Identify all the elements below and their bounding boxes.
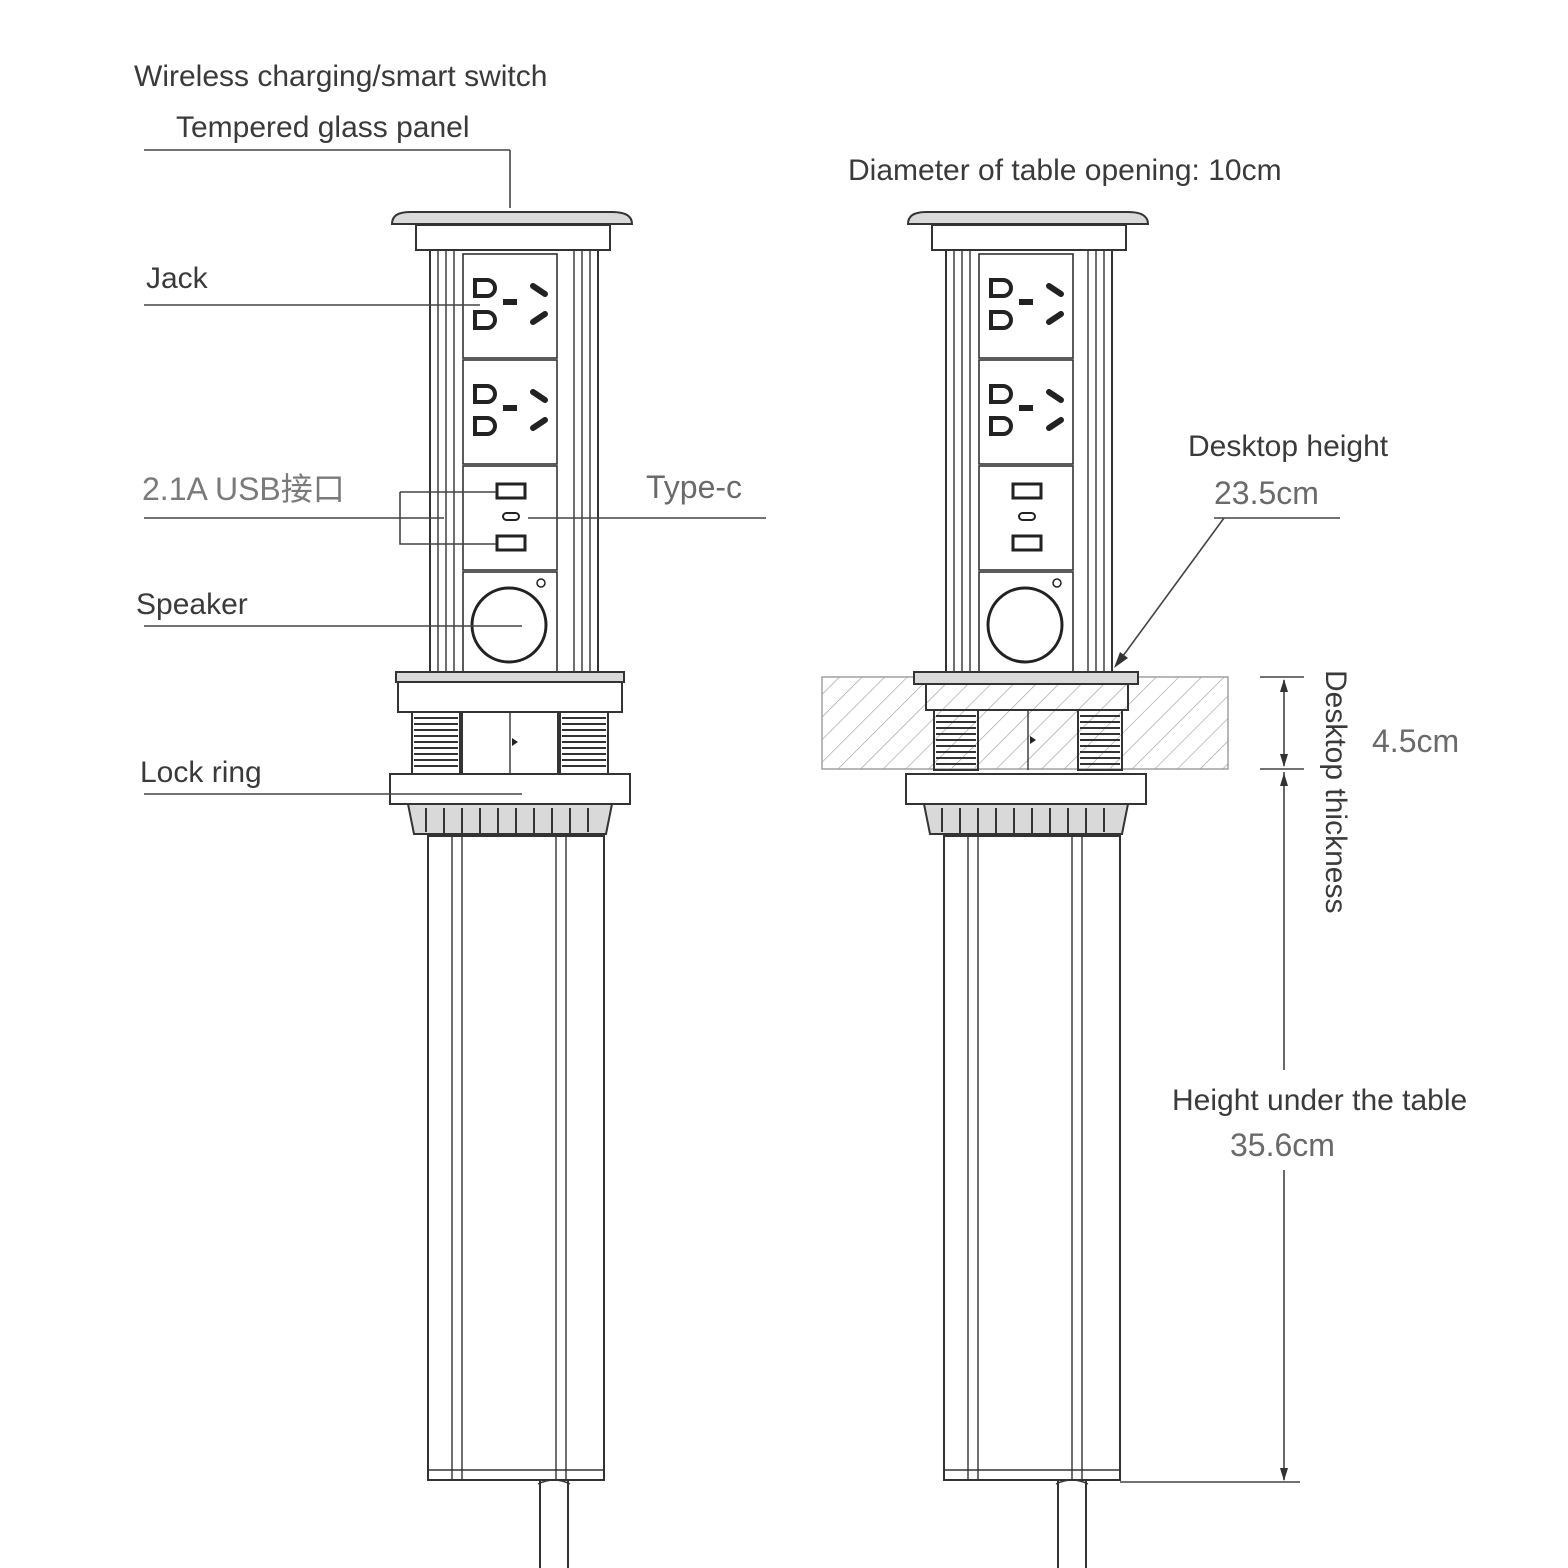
label-speaker: Speaker: [136, 588, 248, 621]
value-desktop-thickness: 4.5cm: [1372, 723, 1459, 759]
speaker-module: [461, 570, 559, 674]
left-device: [389, 211, 634, 1568]
label-under-table: Height under the table: [1172, 1084, 1467, 1117]
right-dimensions: [1114, 517, 1340, 1483]
label-desktop-thickness: Desktop thickness: [1319, 670, 1352, 913]
lock-ring: [389, 773, 631, 805]
label-typec: Type-c: [646, 469, 742, 505]
lower-column: [427, 835, 605, 1481]
flange-collar: [397, 681, 623, 713]
outlet-1: [463, 254, 557, 358]
label-jack: Jack: [146, 262, 209, 295]
desktop-slab: [821, 676, 1229, 770]
label-usb: 2.1A USB接口: [142, 471, 345, 507]
left-leaders: [144, 149, 766, 795]
label-lock-ring: Lock ring: [140, 756, 262, 789]
glass-panel-top: [390, 211, 634, 225]
value-under-table: 35.6cm: [1230, 1127, 1335, 1163]
outlet-2: [463, 360, 557, 464]
right-device: [821, 211, 1229, 1568]
label-glass-panel: Tempered glass panel: [176, 111, 470, 144]
top-cap-rim: [415, 224, 611, 251]
label-diameter: Diameter of table opening: 10cm: [848, 154, 1282, 187]
label-desktop-height: Desktop height: [1188, 430, 1389, 463]
value-desktop-height: 23.5cm: [1214, 475, 1319, 511]
label-wireless: Wireless charging/smart switch: [134, 60, 547, 93]
